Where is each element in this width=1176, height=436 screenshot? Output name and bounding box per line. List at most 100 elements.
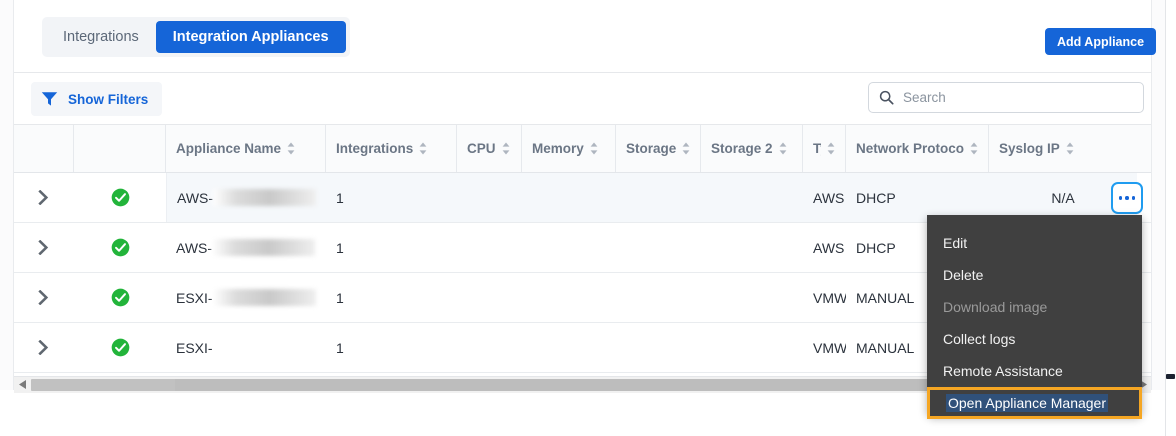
sort-arrows-icon — [1066, 142, 1074, 155]
type-cell: AWS — [803, 173, 846, 222]
redacted-name-block — [213, 189, 316, 206]
kebab-dot — [1118, 196, 1123, 200]
context-menu-item-label: Remote Assistance — [943, 363, 1063, 379]
context-menu-item-label: Collect logs — [943, 331, 1016, 347]
tab-integrations-label: Integrations — [63, 29, 139, 45]
appliance-name-prefix: AWS- — [177, 189, 214, 206]
check-circle-icon — [111, 238, 129, 257]
sort-arrows-icon — [502, 142, 509, 155]
funnel-icon — [41, 92, 58, 106]
appliance-name-cell: ESXI- — [166, 273, 326, 322]
check-circle-icon — [111, 188, 129, 207]
table-header-label-syslog: Syslog IP — [999, 141, 1060, 156]
row-status-icon-cell — [74, 273, 166, 322]
horizontal-scrollbar[interactable] — [14, 376, 1151, 393]
table-header-label-netproto: Network Protocol — [856, 141, 964, 156]
storage1-cell — [616, 173, 701, 222]
row-actions-button[interactable] — [1111, 182, 1143, 214]
network-protocol-cell: DHCP — [846, 173, 989, 222]
table-header-name[interactable]: Appliance Name — [166, 125, 326, 172]
context-menu-item[interactable]: Edit — [927, 227, 1142, 259]
table-header-label-memory: Memory — [532, 141, 584, 156]
scroll-track[interactable] — [31, 376, 1134, 393]
context-menu-item[interactable]: Open Appliance Manager — [927, 387, 1142, 419]
context-menu-item-label: Open Appliance Manager — [946, 394, 1108, 412]
table-header-cpu[interactable]: CPU — [457, 125, 522, 172]
storage2-cell — [701, 173, 803, 222]
scroll-left-arrow[interactable] — [14, 376, 31, 393]
tab-integration-appliances[interactable]: Integration Appliances — [155, 21, 346, 53]
context-menu-item-label: Delete — [943, 267, 984, 283]
appliance-name-prefix: ESXI- — [176, 339, 213, 356]
network-protocol-cell: MANUAL — [856, 289, 915, 306]
storage1-cell — [616, 223, 701, 272]
context-menu-item[interactable]: Collect logs — [927, 323, 1142, 355]
sort-arrows-icon — [827, 142, 835, 155]
table-header-syslog[interactable]: Syslog IP — [989, 125, 1137, 172]
network-protocol-cell: DHCP — [856, 239, 896, 256]
row-expand-toggle[interactable] — [14, 273, 74, 322]
table-header-integr[interactable]: Integrations — [326, 125, 457, 172]
tab-group: Integrations Integration Appliances — [42, 17, 350, 57]
context-menu-item-label: Download image — [943, 299, 1048, 315]
integrations-count-cell: 1 — [326, 173, 457, 222]
integrations-count-cell: 1 — [336, 289, 344, 306]
integrations-count-cell: 1 — [336, 339, 344, 356]
table-header-netproto[interactable]: Network Protocol — [846, 125, 989, 172]
storage1-cell — [616, 323, 701, 372]
table-header-type[interactable]: Type — [803, 125, 846, 172]
page-scrollbar-track[interactable] — [1165, 0, 1176, 436]
table-header-label-type: Type — [813, 141, 821, 156]
table-header-storage2[interactable]: Storage 2 — [701, 125, 803, 172]
context-menu-item-label: Edit — [943, 235, 968, 251]
table-header-storage1[interactable]: Storage 1 — [616, 125, 701, 172]
sort-arrows-icon — [419, 142, 427, 155]
chevron-right-icon — [38, 290, 49, 305]
table-header-memory[interactable]: Memory — [522, 125, 616, 172]
memory-cell — [522, 273, 616, 322]
table-header-label-storage2: Storage 2 — [711, 141, 773, 156]
tab-integrations[interactable]: Integrations — [46, 21, 156, 53]
table-header-status — [74, 125, 166, 172]
sort-arrows-icon — [287, 142, 295, 155]
context-menu-item[interactable]: Delete — [927, 259, 1142, 291]
row-expand-toggle[interactable] — [14, 323, 74, 372]
appliance-name-prefix: ESXI- — [176, 289, 213, 306]
chevron-right-icon — [38, 240, 49, 255]
sort-arrows-icon — [590, 142, 598, 155]
search-input[interactable] — [903, 90, 1133, 105]
type-cell: AWS — [813, 239, 845, 256]
check-circle-icon — [111, 338, 129, 357]
show-filters-label: Show Filters — [68, 91, 149, 107]
page-scrollbar-thumb[interactable] — [1166, 374, 1175, 379]
memory-cell — [522, 323, 616, 372]
toolbar-band: Show Filters — [14, 73, 1151, 125]
scroll-thumb[interactable] — [31, 378, 1118, 391]
network-protocol-cell: MANUAL — [856, 339, 915, 356]
row-expand-toggle[interactable] — [14, 223, 74, 272]
appliance-name-cell: AWS- — [166, 223, 326, 272]
table-header-label-cpu: CPU — [467, 141, 496, 156]
redacted-name-block — [212, 289, 316, 306]
page-right-gutter — [1151, 0, 1165, 390]
redacted-name-block — [212, 239, 316, 256]
add-appliance-button[interactable]: Add Appliance — [1045, 28, 1157, 55]
table-header-label-name: Appliance Name — [176, 141, 282, 156]
sort-arrows-icon — [970, 142, 978, 155]
chevron-right-icon — [38, 340, 49, 355]
context-menu-item[interactable]: Remote Assistance — [927, 355, 1142, 387]
kebab-dot — [1125, 196, 1129, 200]
storage2-cell — [701, 273, 803, 322]
appliance-name-cell: AWS- — [166, 173, 326, 222]
storage2-cell — [701, 223, 803, 272]
cpu-cell — [457, 173, 522, 222]
search-box[interactable] — [868, 82, 1144, 113]
row-expand-toggle[interactable] — [14, 173, 74, 222]
add-appliance-label: Add Appliance — [1057, 34, 1145, 49]
memory-cell — [522, 173, 616, 222]
search-icon — [879, 90, 894, 105]
show-filters-button[interactable]: Show Filters — [31, 82, 163, 116]
table-header-expand — [14, 125, 74, 172]
